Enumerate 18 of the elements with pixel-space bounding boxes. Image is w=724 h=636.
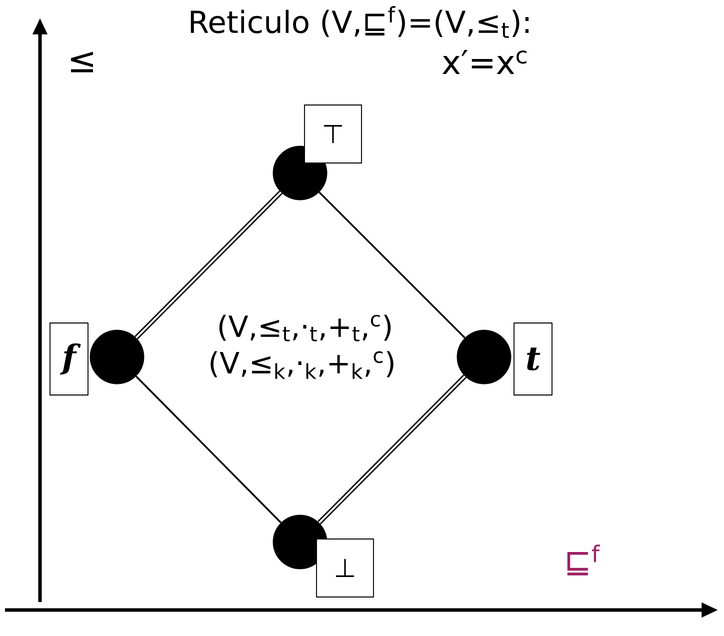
vertex-dot — [272, 514, 328, 570]
edge-line — [318, 374, 466, 524]
vertex-dot — [272, 146, 328, 200]
vertex-label: t — [514, 322, 552, 396]
edge-line — [136, 376, 282, 524]
axis-label: ⊑$^{f}$ — [567, 544, 600, 576]
vertex-dot — [90, 330, 144, 384]
edge-line — [134, 190, 282, 340]
tuple-label: (V,≤$_{t}$,·$_{t}$,+$_{t}$,$^{c}$) — [219, 314, 391, 342]
edge-line — [318, 192, 466, 338]
vertex-dot — [456, 330, 512, 384]
equation: x′=x$^{c}$ — [442, 50, 526, 74]
axis-label: ≤ — [71, 52, 93, 72]
vertex-label: f — [50, 322, 88, 396]
vertex-label: ⊥ — [316, 538, 374, 598]
title: Reticulo (V,⊑$^{f}$)=(V,≤$_{t}$): — [190, 6, 529, 38]
vertex-label: ⊤ — [304, 104, 362, 164]
tuple-label: (V,≤$_{k}$,·$_{k}$,+$_{k}$,$^{c}$) — [210, 351, 394, 379]
